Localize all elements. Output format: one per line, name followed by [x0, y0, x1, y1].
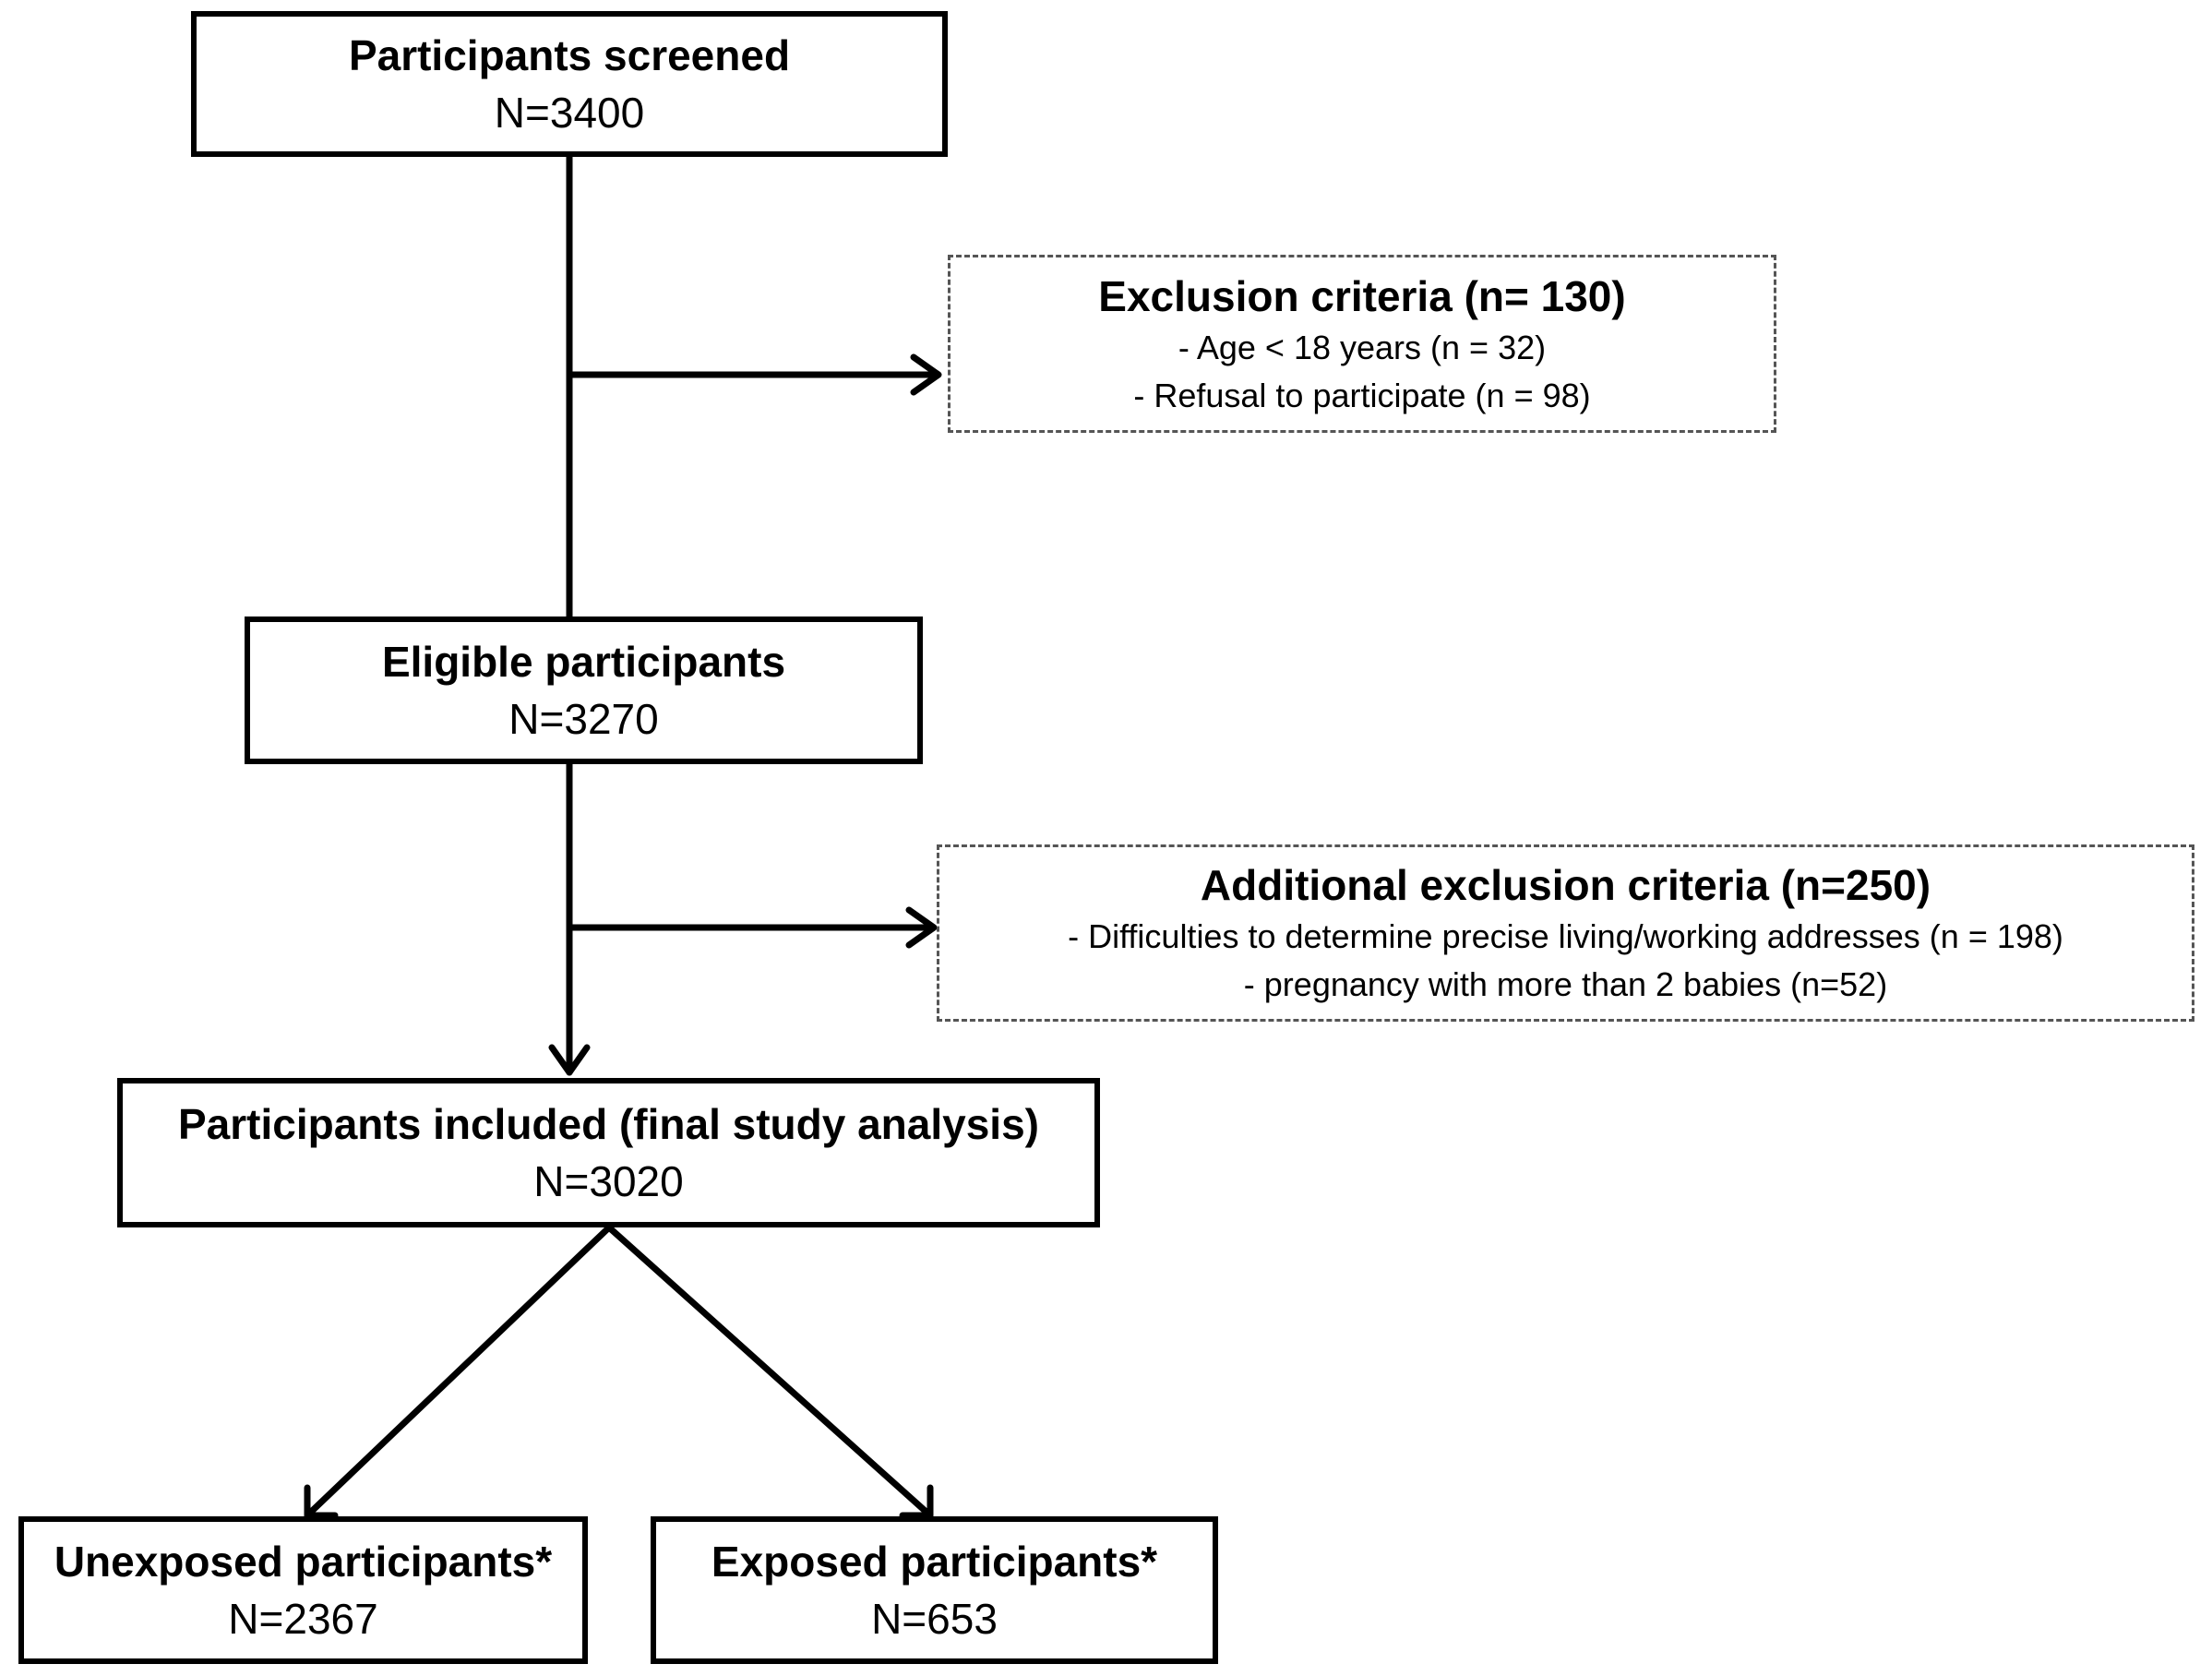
connector-to-unexposed: [304, 1224, 613, 1519]
eligible-participants-box: Eligible participants N=3270: [245, 617, 923, 764]
participants-screened-count: N=3400: [494, 89, 645, 137]
participants-included-title: Participants included (final study analy…: [177, 1100, 1039, 1148]
connector-to-exposed: [605, 1224, 934, 1519]
eligible-participants-count: N=3270: [508, 695, 659, 743]
participants-screened-box: Participants screened N=3400: [191, 11, 948, 157]
additional-exclusion-criteria-item: - pregnancy with more than 2 babies (n=5…: [1243, 965, 1888, 1003]
exclusion-criteria-title: Exclusion criteria (n= 130): [1098, 271, 1626, 320]
unexposed-participants-box: Unexposed participants* N=2367: [18, 1516, 588, 1664]
participants-screened-title: Participants screened: [348, 31, 791, 79]
additional-exclusion-criteria-title: Additional exclusion criteria (n=250): [1200, 861, 1931, 909]
participants-included-box: Participants included (final study analy…: [117, 1078, 1100, 1227]
arrowhead-exclusion: [910, 353, 942, 396]
additional-exclusion-criteria-item: - Difficulties to determine precise livi…: [1068, 917, 2063, 955]
exclusion-criteria-item: - Refusal to participate (n = 98): [1133, 376, 1591, 414]
unexposed-participants-title: Unexposed participants*: [54, 1538, 553, 1586]
arrowhead-included: [548, 1044, 591, 1076]
arrowhead-unexposed: [304, 1484, 339, 1519]
exclusion-criteria-box: Exclusion criteria (n= 130) - Age < 18 y…: [948, 255, 1776, 433]
exposed-participants-box: Exposed participants* N=653: [651, 1516, 1218, 1664]
exposed-participants-title: Exposed participants*: [711, 1538, 1158, 1586]
exposed-participants-count: N=653: [871, 1595, 998, 1643]
unexposed-participants-count: N=2367: [228, 1595, 378, 1643]
arrowhead-additional-exclusion: [905, 906, 938, 949]
exclusion-criteria-item: - Age < 18 years (n = 32): [1178, 328, 1547, 366]
eligible-participants-title: Eligible participants: [381, 638, 786, 686]
additional-exclusion-criteria-box: Additional exclusion criteria (n=250) - …: [937, 844, 2194, 1022]
arrowhead-exposed: [899, 1484, 934, 1519]
participants-included-count: N=3020: [533, 1157, 684, 1205]
